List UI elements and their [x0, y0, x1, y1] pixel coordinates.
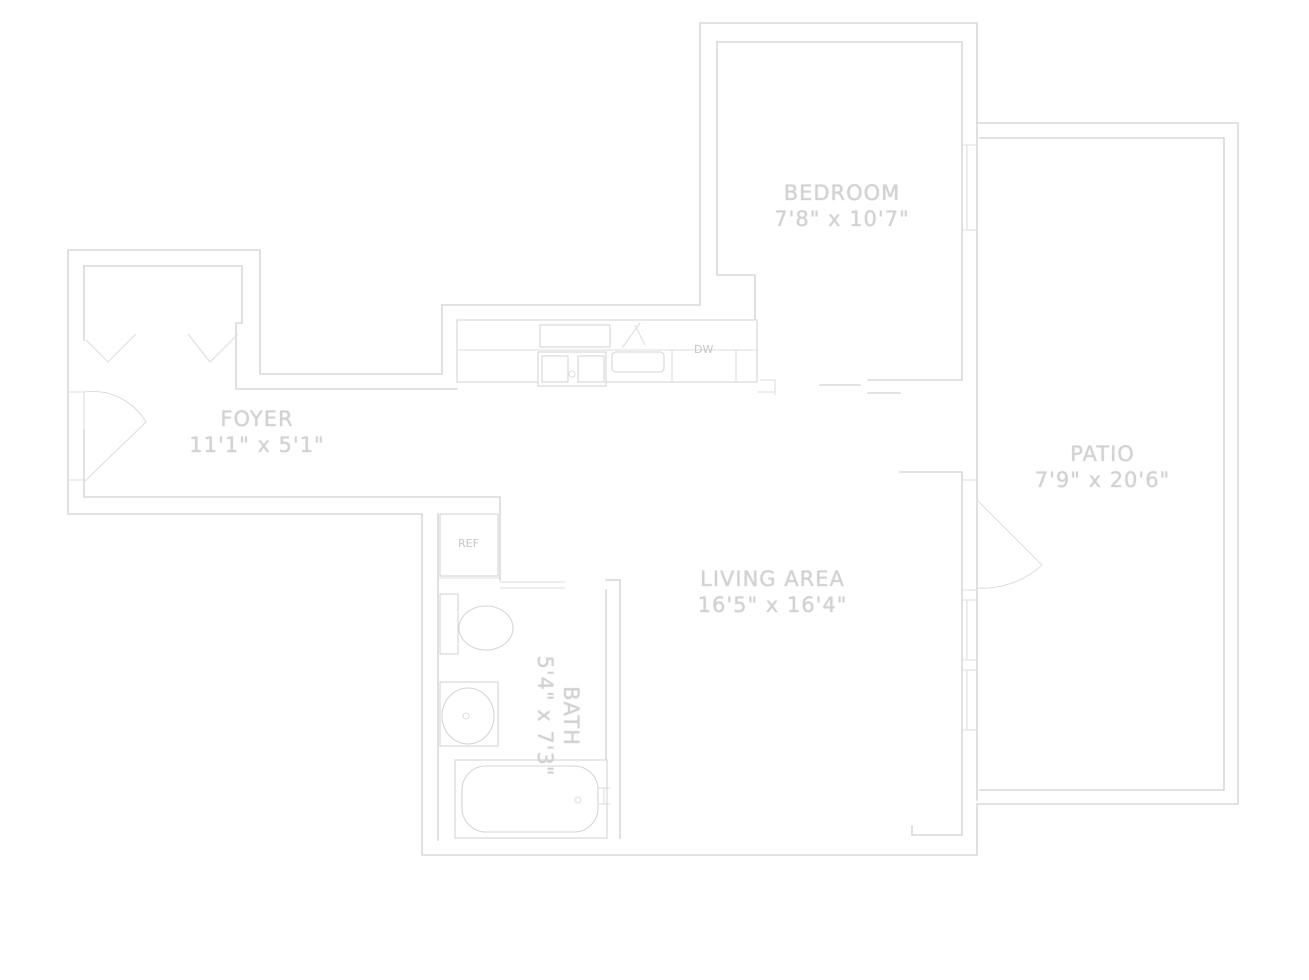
bath-name: BATH: [559, 686, 583, 746]
patio-label: PATIO 7'9" x 20'6": [1020, 441, 1185, 493]
dishwasher-label: DW: [694, 343, 714, 356]
foyer-label: FOYER 11'1" x 5'1": [172, 406, 342, 458]
foyer-name: FOYER: [220, 407, 294, 431]
patio-name: PATIO: [1070, 442, 1135, 466]
bedroom-label: BEDROOM 7'8" x 10'7": [762, 180, 922, 232]
living-area-dimensions: 16'5" x 16'4": [697, 593, 848, 617]
bedroom-dimensions: 7'8" x 10'7": [774, 207, 910, 231]
patio-area: [899, 122, 1225, 836]
foyer-closet: [68, 333, 239, 483]
bedroom-room: [716, 41, 977, 394]
patio-dimensions: 7'9" x 20'6": [1034, 468, 1171, 492]
bath-dimensions: 5'4" x 7'3": [533, 655, 557, 777]
living-area-label: LIVING AREA 16'5" x 16'4": [680, 566, 865, 618]
kitchen-counter: [456, 319, 776, 395]
bathroom: [439, 579, 621, 839]
bedroom-name: BEDROOM: [783, 181, 901, 205]
bath-label: BATH 5'4" x 7'3": [532, 651, 584, 781]
foyer-dimensions: 11'1" x 5'1": [189, 433, 325, 457]
living-area-name: LIVING AREA: [700, 567, 845, 591]
refrigerator: [438, 513, 565, 589]
refrigerator-label: REF: [458, 537, 479, 550]
